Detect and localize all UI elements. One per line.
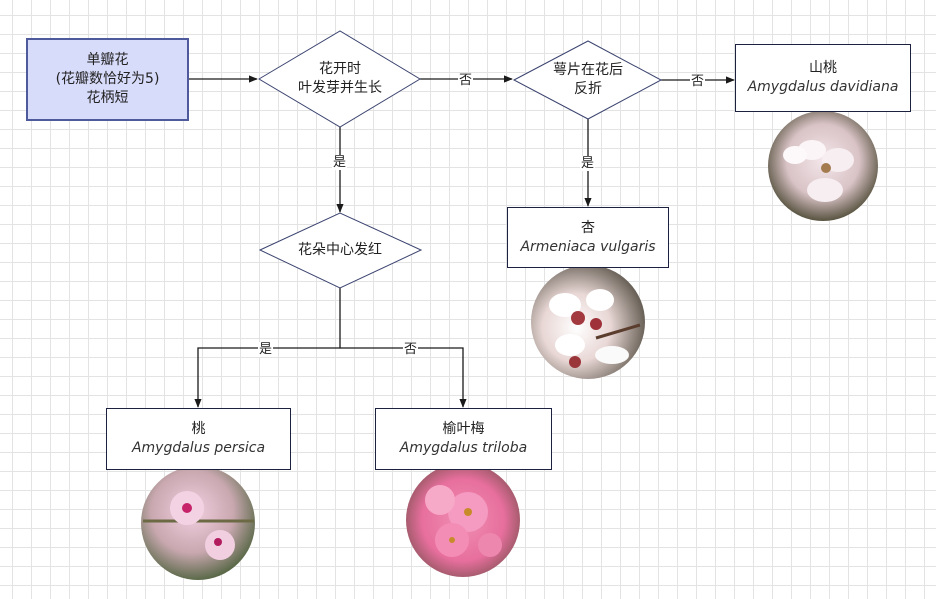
start-node[interactable]: 单瓣花 (花瓣数恰好为5) 花柄短 [26,38,189,121]
start-line-2: (花瓣数恰好为5) [55,71,160,87]
photo-yuyemei [406,463,520,577]
leaf-xing-latin: Armeniaca vulgaris [520,238,656,255]
leaf-xing[interactable]: 杏 Armeniaca vulgaris [507,207,669,268]
start-line-3: 花柄短 [86,90,129,106]
decision-red-center-shape[interactable] [258,212,423,289]
leaf-shantao[interactable]: 山桃 Amygdalus davidiana [735,44,911,112]
edge-label-no-2: 否 [690,74,706,89]
leaf-tao-latin: Amygdalus persica [131,440,266,456]
leaf-xing-cn: 杏 [581,219,595,236]
leaf-yuyemei-cn: 榆叶梅 [442,421,485,437]
edge-label-no-3: 否 [403,342,419,357]
leaf-tao-cn: 桃 [191,421,206,437]
leaf-yuyemei[interactable]: 榆叶梅 Amygdalus triloba [375,408,552,470]
decision-leaf-sprout-shape[interactable] [258,30,421,128]
decision-sepal-shape[interactable] [512,40,663,120]
leaf-shantao-cn: 山桃 [809,60,837,76]
photo-xing [531,265,645,379]
leaf-shantao-latin: Amygdalus davidiana [747,79,899,95]
edge-label-yes-1: 是 [332,155,348,170]
photo-shantao [768,111,878,221]
edge-label-yes-3: 是 [258,342,274,357]
edge-label-yes-2: 是 [580,156,596,171]
leaf-yuyemei-latin: Amygdalus triloba [399,440,528,456]
start-line-1: 单瓣花 [86,52,129,68]
photo-tao [141,466,255,580]
edge-label-no-1: 否 [458,73,474,88]
leaf-tao[interactable]: 桃 Amygdalus persica [106,408,291,470]
edge-red-center-no [340,347,467,408]
